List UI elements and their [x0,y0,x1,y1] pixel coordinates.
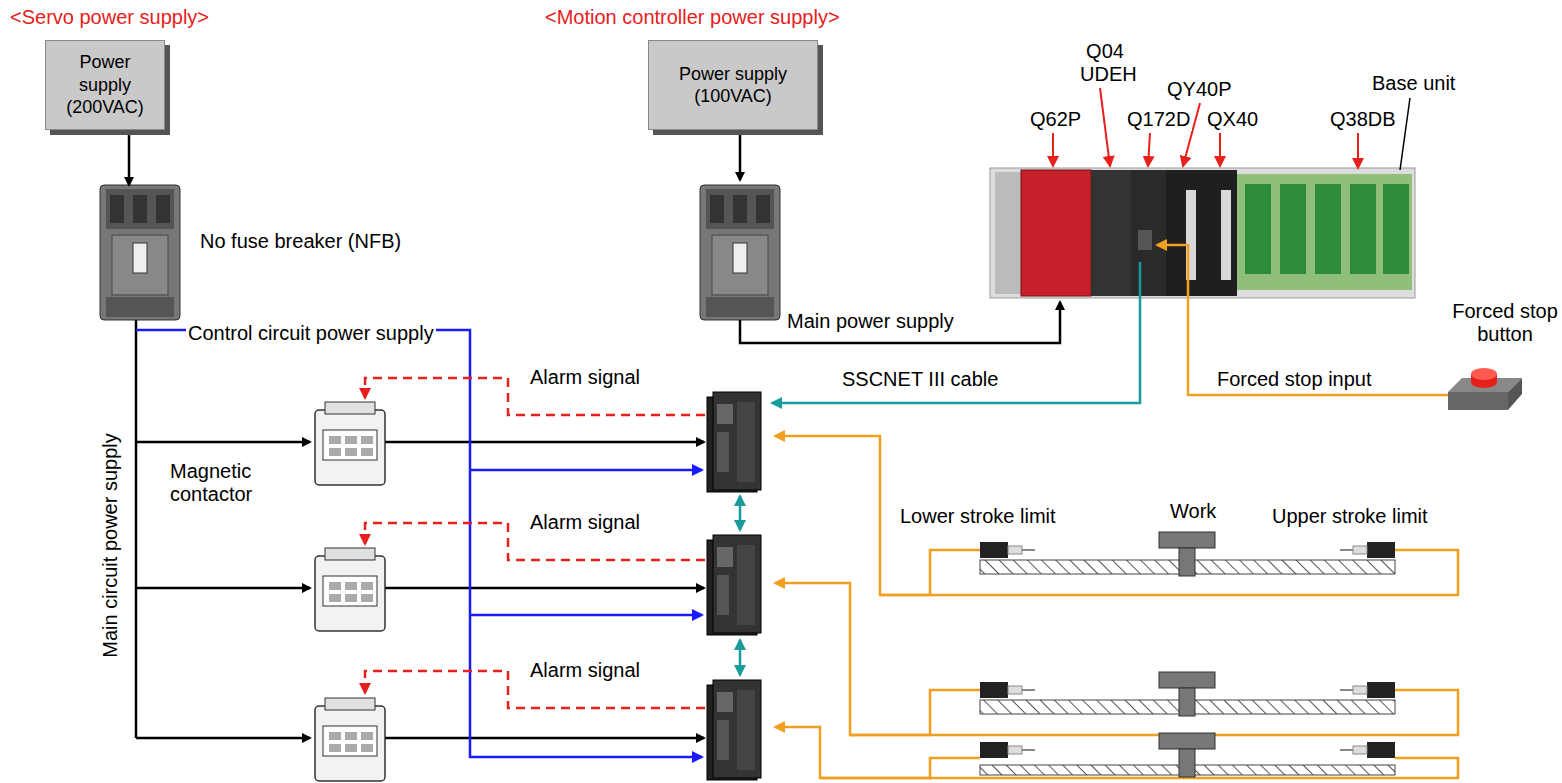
module-callout: Q04 UDEH [1078,40,1132,86]
breaker: No fuse breaker (NFB) [100,185,180,320]
power-supply-box: Power supply (100VAC) [648,40,818,130]
section-title: <Motion controller power supply> [543,6,842,29]
signal-label: Alarm signal [528,659,642,682]
part-label: Forced stop button [1448,300,1562,346]
box-text: Power supply (200VAC) [54,51,156,119]
part-label: Upper stroke limit [1270,505,1430,528]
part-label: Magnetic contactor [168,460,292,506]
wire-label: Main power supply [785,310,956,333]
wire-label: Control circuit power supply [186,322,436,345]
part-label: Base unit [1370,72,1457,95]
signal-label: Alarm signal [528,366,642,389]
signal-label: Alarm signal [528,511,642,534]
signal-label: Forced stop input [1215,368,1374,391]
wire-label: Main circuit power supply [99,431,122,660]
part-label: Work [1168,500,1218,523]
box-text: Power supply (100VAC) [657,63,809,108]
part-label: Lower stroke limit [898,505,1058,528]
module-callout: Q62P [1028,108,1083,131]
module-callout: Q172D [1125,108,1192,131]
module-callout: QX40 [1205,108,1260,131]
breaker-label: No fuse breaker (NFB) [200,230,401,253]
section-title: <Servo power supply> [8,6,211,29]
power-supply-box: Power supply (200VAC) [45,40,165,130]
module-callout: QY40P [1165,78,1233,101]
module-callout: Q38DB [1328,108,1398,131]
cable-label: SSCNET III cable [840,368,1000,391]
power-arrow [128,130,131,185]
